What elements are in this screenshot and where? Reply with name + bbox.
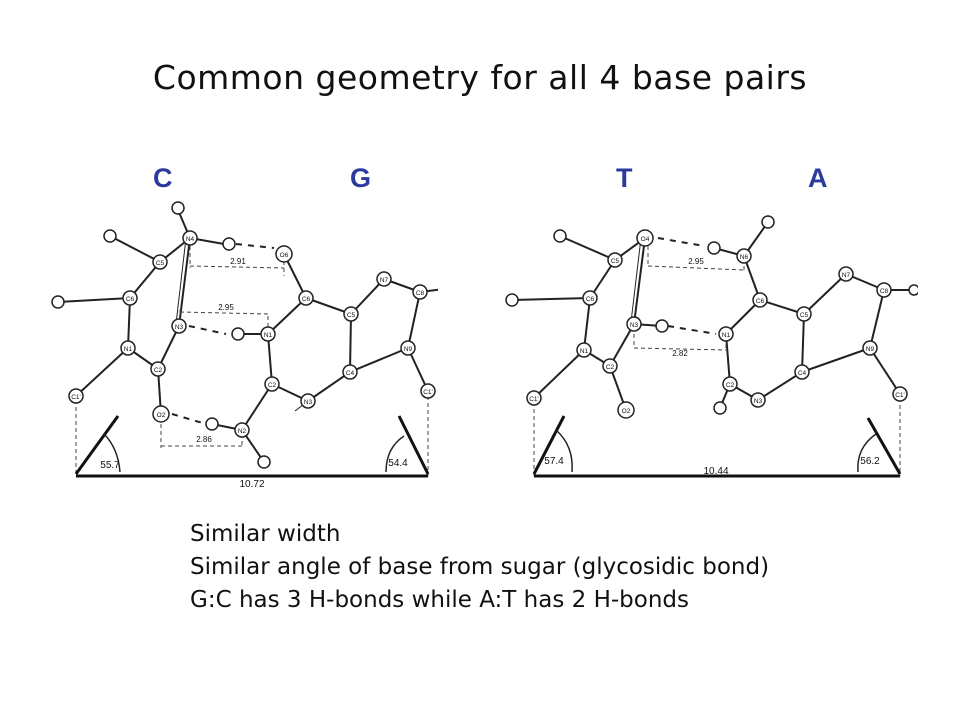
atom-label: N7 — [842, 272, 851, 279]
atom-label: N3 — [754, 398, 763, 405]
atom-label: C6 — [302, 296, 311, 303]
atom-label: C2 — [606, 364, 615, 371]
atom-label: C6 — [756, 298, 765, 305]
cg-structure-svg: N4 C5 C6 N1 N3 C2 C1' O2 O6 C6 C5 N7 C8 … — [51, 201, 438, 488]
atom-label: C5 — [347, 312, 356, 319]
atom-label: N7 — [380, 277, 389, 284]
summary-list: Similar width Similar angle of base from… — [190, 518, 769, 617]
base-label-g: G — [350, 163, 372, 193]
hbond-distance-2: 2.82 — [672, 349, 688, 358]
atom-label: C4 — [346, 370, 355, 377]
base-label-a: A — [808, 163, 828, 193]
hbond-distance-2: 2.95 — [218, 303, 234, 312]
base-label-t: T — [616, 163, 633, 193]
summary-item-width: Similar width — [190, 521, 341, 547]
glycosidic-angle-left: 57.4 — [544, 456, 564, 467]
cg-pair-diagram: N4 C5 C6 N1 N3 C2 C1' O2 O6 C6 C5 N7 C8 … — [46, 186, 438, 488]
atom-label: N1 — [264, 332, 273, 339]
atom-label: C1' — [71, 394, 81, 401]
atom-label: N4 — [186, 236, 195, 243]
c1-c1-width: 10.44 — [703, 466, 728, 477]
ta-structure-svg: O4 C5 C6 N1 N3 C2 C1' O2 N6 C6 C5 N7 C8 … — [505, 215, 918, 478]
atom-label: C6 — [586, 296, 595, 303]
atom-label: N1 — [722, 332, 731, 339]
atom-label: C2 — [726, 382, 735, 389]
slide-title: Common geometry for all 4 base pairs — [152, 58, 808, 97]
atom-label: C5 — [156, 260, 165, 267]
atom-label: N3 — [630, 322, 639, 329]
atom-label: N3 — [175, 324, 184, 331]
atom-label: N2 — [238, 428, 247, 435]
atom-label: N1 — [580, 348, 589, 355]
atom-label: C2 — [154, 367, 163, 374]
atom-label: N9 — [866, 346, 875, 353]
summary-item-angle: Similar angle of base from sugar (glycos… — [190, 554, 770, 580]
atom-label: C1' — [895, 392, 905, 399]
atom-label: O6 — [280, 252, 289, 259]
atom-label: C8 — [416, 290, 425, 297]
c1-c1-width: 10.72 — [239, 479, 264, 488]
atom-label: O2 — [622, 408, 631, 415]
atom-label: C2 — [268, 382, 277, 389]
hbond-distance-1: 2.95 — [688, 257, 704, 266]
atom-label: N3 — [304, 399, 313, 406]
atom-label: O2 — [157, 412, 166, 419]
base-label-c: C — [153, 163, 173, 193]
atom-label: C1' — [423, 389, 433, 396]
glycosidic-angle-right: 54.4 — [388, 458, 408, 469]
atom-label: C5 — [611, 258, 620, 265]
summary-item-hbonds: G:C has 3 H-bonds while A:T has 2 H-bond… — [190, 587, 689, 613]
atom-label: C6 — [126, 296, 135, 303]
atom-label: O4 — [641, 236, 650, 243]
atom-label: N9 — [404, 346, 413, 353]
atom-label: C4 — [798, 370, 807, 377]
atom-label: N6 — [740, 254, 749, 261]
hbond-distance-1: 2.91 — [230, 257, 246, 266]
atom-label: C5 — [800, 312, 809, 319]
glycosidic-angle-right: 56.2 — [860, 456, 880, 467]
atom-label: C1' — [529, 396, 539, 403]
atom-label: N1 — [124, 346, 133, 353]
hbond-distance-3: 2.86 — [196, 435, 212, 444]
glycosidic-angle-left: 55.7 — [100, 460, 120, 471]
ta-pair-diagram: O4 C5 C6 N1 N3 C2 C1' O2 N6 C6 C5 N7 C8 … — [498, 186, 918, 488]
atom-label: C8 — [880, 288, 889, 295]
